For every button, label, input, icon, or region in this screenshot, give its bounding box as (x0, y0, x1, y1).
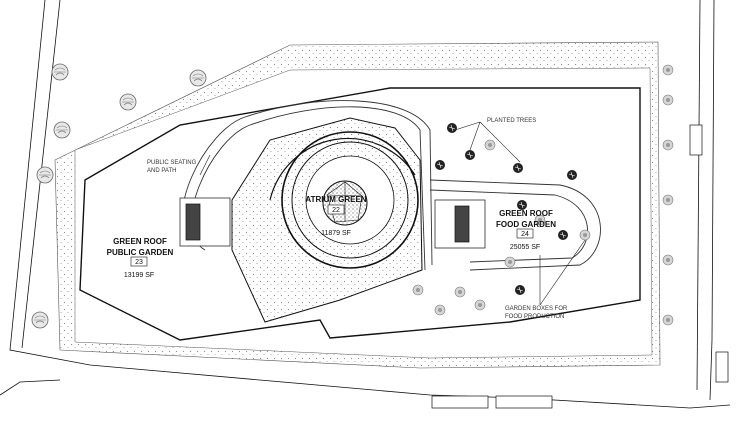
site-boundary (0, 0, 731, 409)
svg-text:ATRIUM GREEN: ATRIUM GREEN (305, 195, 366, 204)
label-public-garden: GREEN ROOF PUBLIC GARDEN 23 13199 SF (107, 237, 174, 279)
label-public-seating: PUBLIC SEATING AND PATH (147, 160, 197, 174)
svg-text:PUBLIC SEATING: PUBLIC SEATING (147, 160, 197, 166)
svg-text:GARDEN BOXES FOR: GARDEN BOXES FOR (505, 306, 568, 312)
svg-text:11879 SF: 11879 SF (321, 230, 351, 237)
svg-text:PUBLIC GARDEN: PUBLIC GARDEN (107, 248, 174, 257)
svg-text:GREEN ROOF: GREEN ROOF (499, 209, 553, 218)
svg-text:GREEN ROOF: GREEN ROOF (113, 237, 167, 246)
label-atrium: ATRIUM GREEN 22 11879 SF (305, 195, 366, 237)
svg-text:13199 SF: 13199 SF (124, 272, 154, 279)
label-garden-boxes: GARDEN BOXES FOR FOOD PRODUCTION (505, 306, 568, 320)
svg-text:FOOD GARDEN: FOOD GARDEN (496, 220, 556, 229)
svg-text:FOOD PRODUCTION: FOOD PRODUCTION (505, 314, 564, 320)
label-food-garden: GREEN ROOF FOOD GARDEN 24 25055 SF (496, 209, 556, 251)
parking-car-icon (431, 124, 729, 409)
label-planted-trees: PLANTED TREES (487, 118, 536, 124)
svg-text:23: 23 (135, 259, 143, 266)
svg-text:AND PATH: AND PATH (147, 168, 176, 174)
svg-text:22: 22 (332, 207, 340, 214)
svg-text:25055 SF: 25055 SF (510, 244, 540, 251)
stair-icon (179, 197, 486, 249)
leader-lines (199, 121, 586, 306)
svg-text:24: 24 (521, 231, 529, 238)
